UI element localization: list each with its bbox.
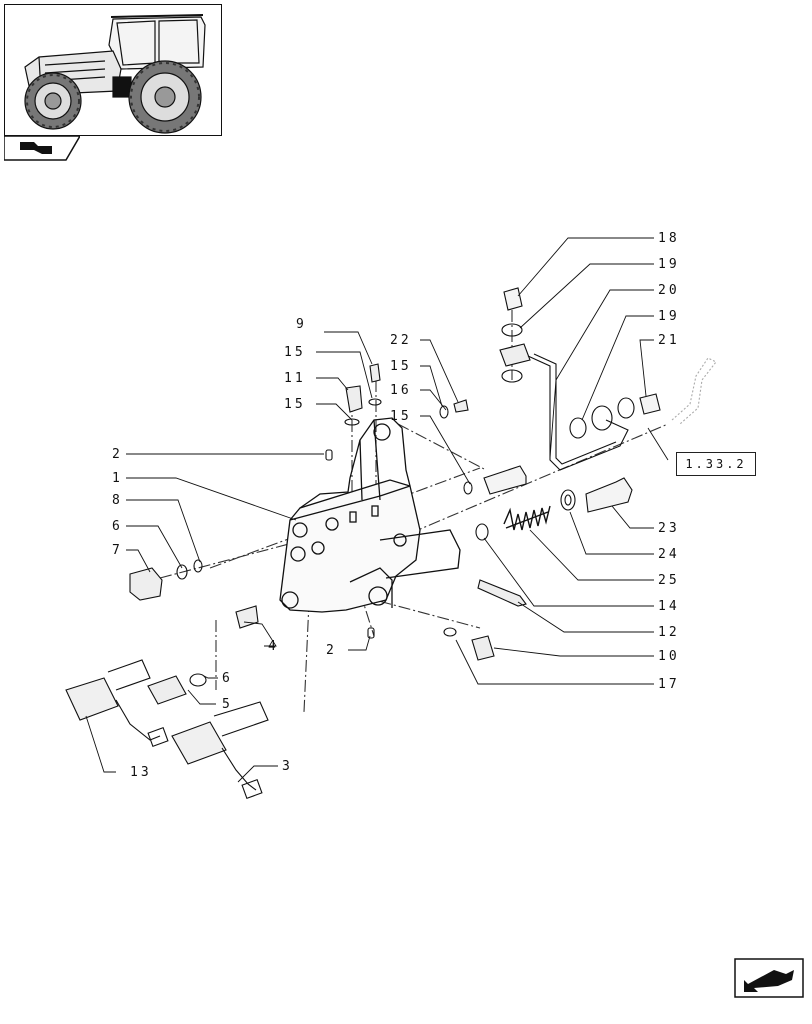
- fitting-part-22: [453, 399, 469, 413]
- section-marker-icon: [3, 135, 82, 161]
- valve-body: [279, 417, 461, 613]
- next-page-arrow-icon: [734, 958, 804, 998]
- fitting-part-9: [368, 363, 382, 406]
- callout-1: 1: [112, 471, 123, 486]
- pipe: [527, 355, 629, 471]
- callout-10: 10: [658, 649, 680, 664]
- callout-13: 13: [130, 765, 152, 780]
- tractor-thumbnail: [4, 4, 222, 136]
- callout-22: 22: [390, 333, 412, 348]
- callout-7: 7: [112, 543, 123, 558]
- bolt-part-18: [503, 287, 523, 311]
- callout-14: 14: [658, 599, 680, 614]
- callout-18: 18: [658, 231, 680, 246]
- callout-2b: 2: [326, 643, 337, 658]
- tractor-thumbnail-icon: [24, 14, 206, 134]
- spring-part-25: [503, 505, 551, 531]
- section-tab: [3, 135, 82, 162]
- callout-15c: 15: [390, 359, 412, 374]
- callout-15b: 15: [284, 397, 306, 412]
- callout-25: 25: [658, 573, 680, 588]
- washer-part-14: [475, 523, 489, 541]
- callout-6a: 6: [112, 519, 123, 534]
- callout-2a: 2: [112, 447, 123, 462]
- sensor-part-5: [147, 675, 187, 705]
- callout-23: 23: [658, 521, 680, 536]
- callout-24: 24: [658, 547, 680, 562]
- pin-part-2a: [325, 449, 333, 461]
- callout-6b: 6: [222, 671, 233, 686]
- bolt-part-23: [585, 477, 633, 513]
- fitting-part-16: [483, 465, 527, 495]
- fitting-part-11: [344, 385, 363, 426]
- callout-17: 17: [658, 677, 680, 692]
- callout-4: 4: [268, 639, 279, 654]
- parts-diagram-page: 9 15 11 15 22 15 16 15 2 1 8 6 7 18 19 2…: [3, 4, 804, 998]
- callout-21: 21: [658, 333, 680, 348]
- callout-15d: 15: [390, 409, 412, 424]
- solenoid-part-13: [65, 659, 169, 748]
- callout-19b: 19: [658, 309, 680, 324]
- callout-11: 11: [284, 371, 306, 386]
- callout-15a: 15: [284, 345, 306, 360]
- callout-19a: 19: [658, 257, 680, 272]
- callout-12: 12: [658, 625, 680, 640]
- plug-part-7: [129, 567, 163, 601]
- cross-reference-box[interactable]: 1.33.2: [676, 452, 756, 476]
- next-page-button[interactable]: [734, 958, 804, 1024]
- washer-part-24: [560, 489, 576, 511]
- callout-20: 20: [658, 283, 680, 298]
- pin-part-2b: [367, 627, 375, 639]
- exploded-diagram: 9 15 11 15 22 15 16 15 2 1 8 6 7 18 19 2…: [65, 231, 717, 800]
- plug-part-10: [471, 635, 495, 661]
- callout-9: 9: [296, 317, 307, 332]
- solenoid-part-3: [171, 701, 269, 800]
- callout-5: 5: [222, 697, 233, 712]
- callout-3: 3: [282, 759, 293, 774]
- bolt-part-21: [639, 393, 661, 415]
- callout-16: 16: [390, 383, 412, 398]
- pin-part-4: [235, 605, 259, 629]
- callout-8: 8: [112, 493, 123, 508]
